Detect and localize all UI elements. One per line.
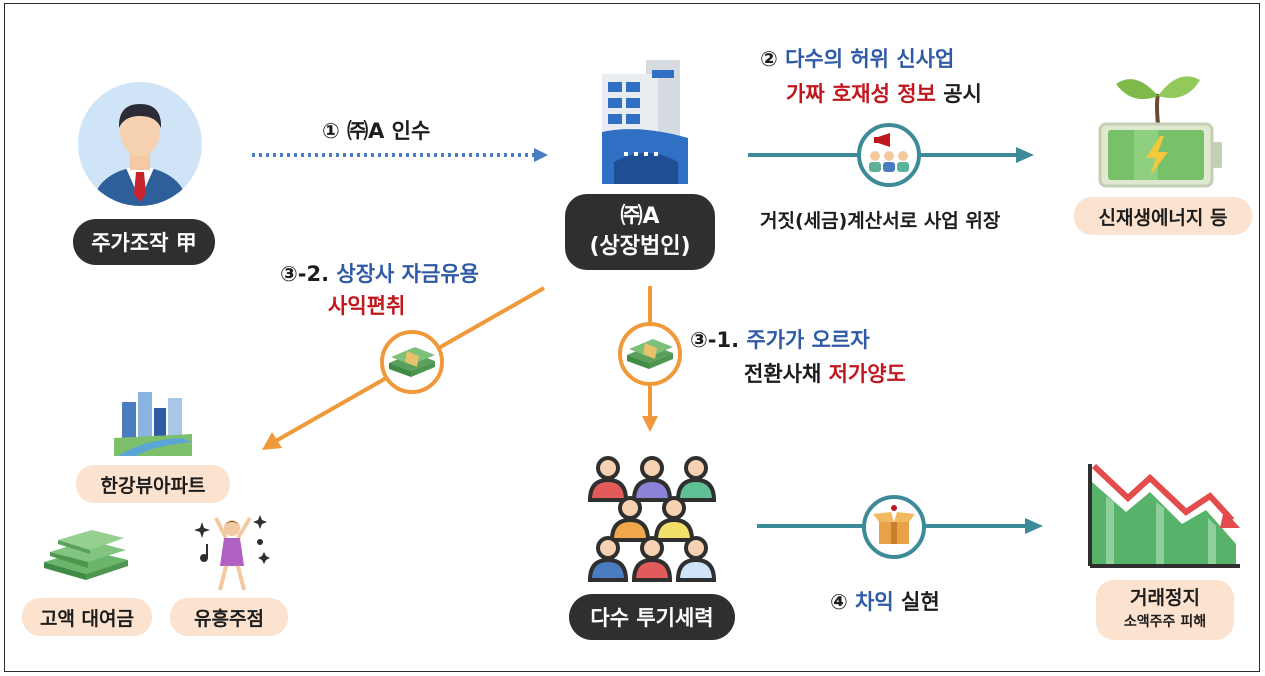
diagram-frame bbox=[4, 3, 1260, 672]
step2-red-text: 가짜 호재성 정보 bbox=[786, 82, 936, 106]
entertainment-text: 유흥주점 bbox=[194, 607, 264, 630]
declining-chart-icon bbox=[1088, 463, 1240, 568]
step32-line2: 사익편취 bbox=[328, 294, 406, 318]
step2-number: ② bbox=[760, 47, 778, 71]
hangang-apt-label: 한강뷰아파트 bbox=[76, 465, 230, 503]
businessman-icon bbox=[78, 82, 202, 206]
trading-halt-label: 거래정지 소액주주 피해 bbox=[1096, 580, 1234, 640]
manipulator-label: 주가조작 甲 bbox=[73, 219, 215, 265]
speculators-text: 다수 투기세력 bbox=[590, 606, 714, 630]
loan-text: 고액 대여금 bbox=[39, 607, 134, 630]
step2-note: 거짓(세금)계산서로 사업 위장 bbox=[760, 210, 1001, 232]
megaphone-crowd-icon bbox=[857, 123, 921, 187]
step4-blue-text: 차익 bbox=[855, 590, 894, 614]
speculators-label: 다수 투기세력 bbox=[569, 594, 735, 640]
step2-tail-text: 공시 bbox=[943, 82, 982, 106]
step31-number: ③-1. bbox=[690, 328, 740, 352]
step1-label: ① ㈜A 인수 bbox=[322, 119, 431, 143]
open-box-icon bbox=[862, 495, 926, 559]
shareholder-damage-text: 소액주주 피해 bbox=[1123, 614, 1207, 630]
new-energy-label: 신재생에너지 등 bbox=[1074, 197, 1252, 235]
city-river-icon bbox=[114, 392, 192, 456]
step31-black-text: 전환사채 bbox=[744, 362, 822, 386]
step31-blue-text: 주가가 오르자 bbox=[746, 328, 870, 352]
entertainment-label: 유흥주점 bbox=[170, 598, 288, 636]
step32-number: ③-2. bbox=[280, 262, 330, 286]
step2-line2: 가짜 호재성 정보 공시 bbox=[786, 78, 982, 108]
money-stack-icon bbox=[380, 330, 444, 394]
step31-line2: 전환사채 저가양도 bbox=[744, 358, 906, 388]
step4-tail-text: 실현 bbox=[901, 590, 940, 614]
company-name: ㈜A bbox=[620, 204, 660, 229]
loan-label: 고액 대여금 bbox=[22, 598, 152, 636]
building-icon bbox=[602, 60, 688, 184]
step2-line1: ② 다수의 허위 신사업 bbox=[760, 43, 954, 73]
hangang-apt-text: 한강뷰아파트 bbox=[100, 474, 206, 497]
step2-blue-text: 다수의 허위 신사업 bbox=[785, 47, 955, 71]
company-label: ㈜A (상장법인) bbox=[565, 194, 715, 270]
crowd-icon bbox=[587, 456, 717, 582]
trading-halt-text: 거래정지 bbox=[1130, 587, 1200, 609]
step32-line1: ③-2. 상장사 자금유용 bbox=[280, 258, 479, 288]
step31-red-text: 저가양도 bbox=[828, 362, 906, 386]
company-type: (상장법인) bbox=[589, 234, 691, 259]
battery-sprout-icon bbox=[1098, 76, 1222, 188]
step31-line1: ③-1. 주가가 오르자 bbox=[690, 324, 870, 354]
step32-blue-text: 상장사 자금유용 bbox=[336, 262, 479, 286]
money-stack-icon-2 bbox=[618, 322, 682, 386]
step4-number: ④ bbox=[830, 590, 848, 614]
manipulator-text: 주가조작 甲 bbox=[91, 231, 197, 255]
dancing-woman-icon bbox=[194, 515, 270, 591]
arrow-acquire bbox=[252, 148, 548, 162]
new-energy-text: 신재생에너지 등 bbox=[1098, 206, 1228, 229]
step4-label: ④ 차익 실현 bbox=[830, 586, 940, 616]
cash-bundles-icon bbox=[44, 530, 128, 580]
